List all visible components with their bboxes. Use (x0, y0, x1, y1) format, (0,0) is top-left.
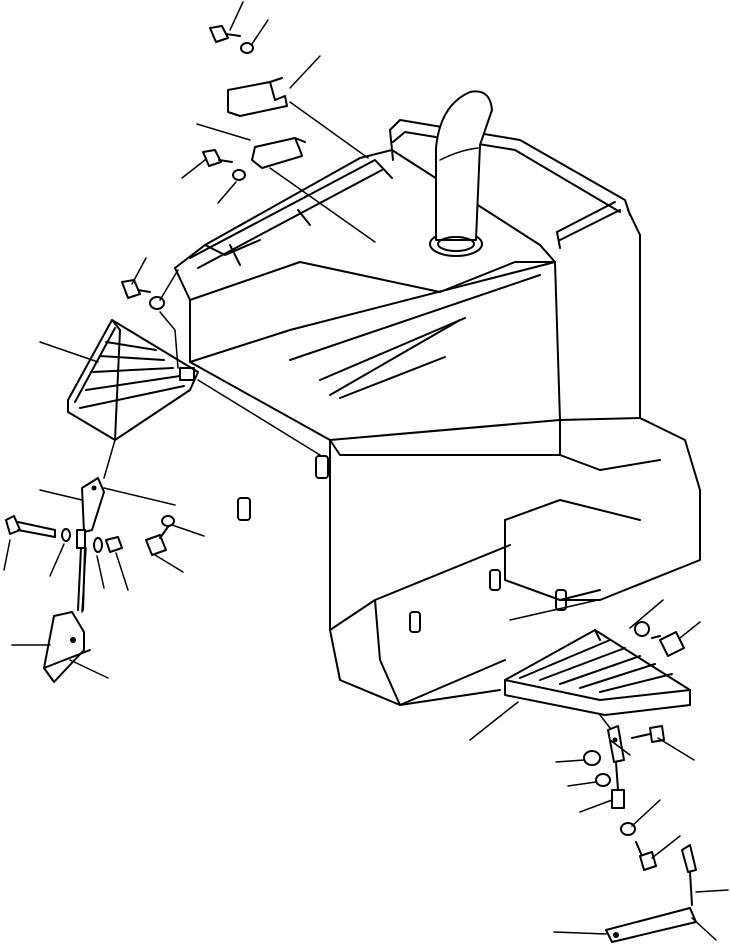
step-right (504, 629, 691, 716)
exhaust-stack (429, 90, 493, 257)
upper-bracket (227, 77, 288, 117)
washer-left-b (93, 537, 103, 553)
callout-leaders (3, 1, 729, 941)
bolt-left-small (145, 523, 171, 556)
washer-right-a (595, 773, 611, 787)
bolt-mid (202, 149, 233, 167)
grab-rail-right (389, 119, 631, 249)
washer-top (240, 42, 254, 54)
bolt-right-lower (635, 841, 657, 871)
lower-bracket (251, 137, 306, 169)
assembly-lines (81, 101, 611, 729)
rod-left (76, 529, 86, 611)
washer-mid (232, 169, 246, 181)
nut-right (583, 750, 601, 766)
engine-hood (174, 149, 701, 706)
bolt-right-link (631, 725, 665, 743)
washer-left-c (161, 515, 175, 527)
washer-left-a (61, 528, 71, 542)
bracket-left-upper (81, 477, 105, 533)
washer-right-upper (634, 621, 650, 637)
bolt-left-long (5, 515, 56, 538)
bolt-top (209, 25, 241, 43)
nut-left (105, 536, 123, 553)
pedal-left (43, 611, 91, 683)
step-left (67, 319, 199, 441)
rod-right (607, 725, 625, 809)
washer-left-upper (149, 296, 165, 310)
bolt-right-upper (651, 631, 685, 657)
bolt-left-upper (121, 279, 151, 299)
grab-rail-left (189, 159, 393, 269)
